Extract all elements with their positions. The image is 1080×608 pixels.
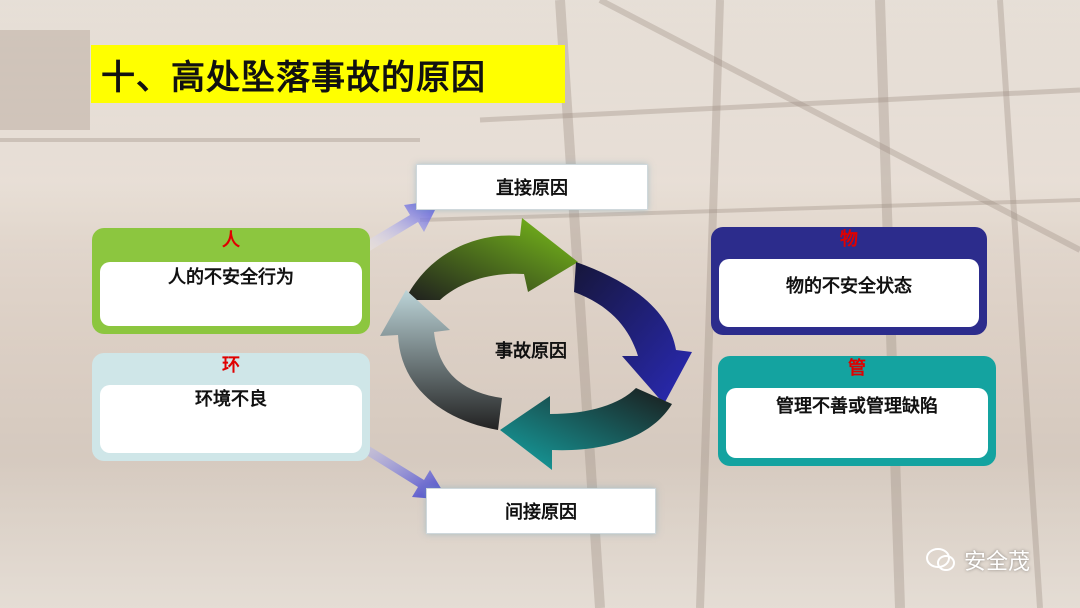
card-object-head: 物 — [840, 229, 858, 250]
card-environment-head: 环 — [222, 355, 240, 376]
card-management-head: 管 — [848, 358, 866, 379]
wechat-icon — [926, 548, 955, 571]
center-label: 事故原因 — [495, 341, 567, 362]
card-environment: 环 环境不良 — [92, 353, 370, 461]
card-management: 管 管理不善或管理缺陷 — [718, 356, 996, 466]
indirect-cause-label: 间接原因 — [505, 502, 577, 523]
cycle-arrow-gray — [380, 290, 502, 430]
cycle-arrow-teal — [500, 388, 672, 470]
arrow-to-direct — [360, 200, 440, 252]
cycle-arrow-blue — [574, 262, 692, 404]
watermark: 安全茂 — [926, 544, 1030, 576]
card-object: 物 物的不安全状态 — [711, 227, 987, 335]
watermark-text: 安全茂 — [964, 550, 1031, 575]
card-person-body: 人的不安全行为 — [100, 262, 362, 326]
card-management-body: 管理不善或管理缺陷 — [726, 388, 988, 458]
card-person-head: 人 — [222, 230, 240, 251]
indirect-cause-box: 间接原因 — [426, 488, 656, 534]
cycle-arrow-green — [405, 218, 578, 300]
card-environment-body: 环境不良 — [100, 385, 362, 453]
card-object-body: 物的不安全状态 — [719, 259, 979, 327]
direct-cause-box: 直接原因 — [416, 164, 648, 210]
direct-cause-label: 直接原因 — [496, 178, 568, 199]
page-title: 十、高处坠落事故的原因 — [101, 57, 486, 98]
title-banner: 十、高处坠落事故的原因 — [91, 45, 565, 103]
card-person: 人 人的不安全行为 — [92, 228, 370, 334]
